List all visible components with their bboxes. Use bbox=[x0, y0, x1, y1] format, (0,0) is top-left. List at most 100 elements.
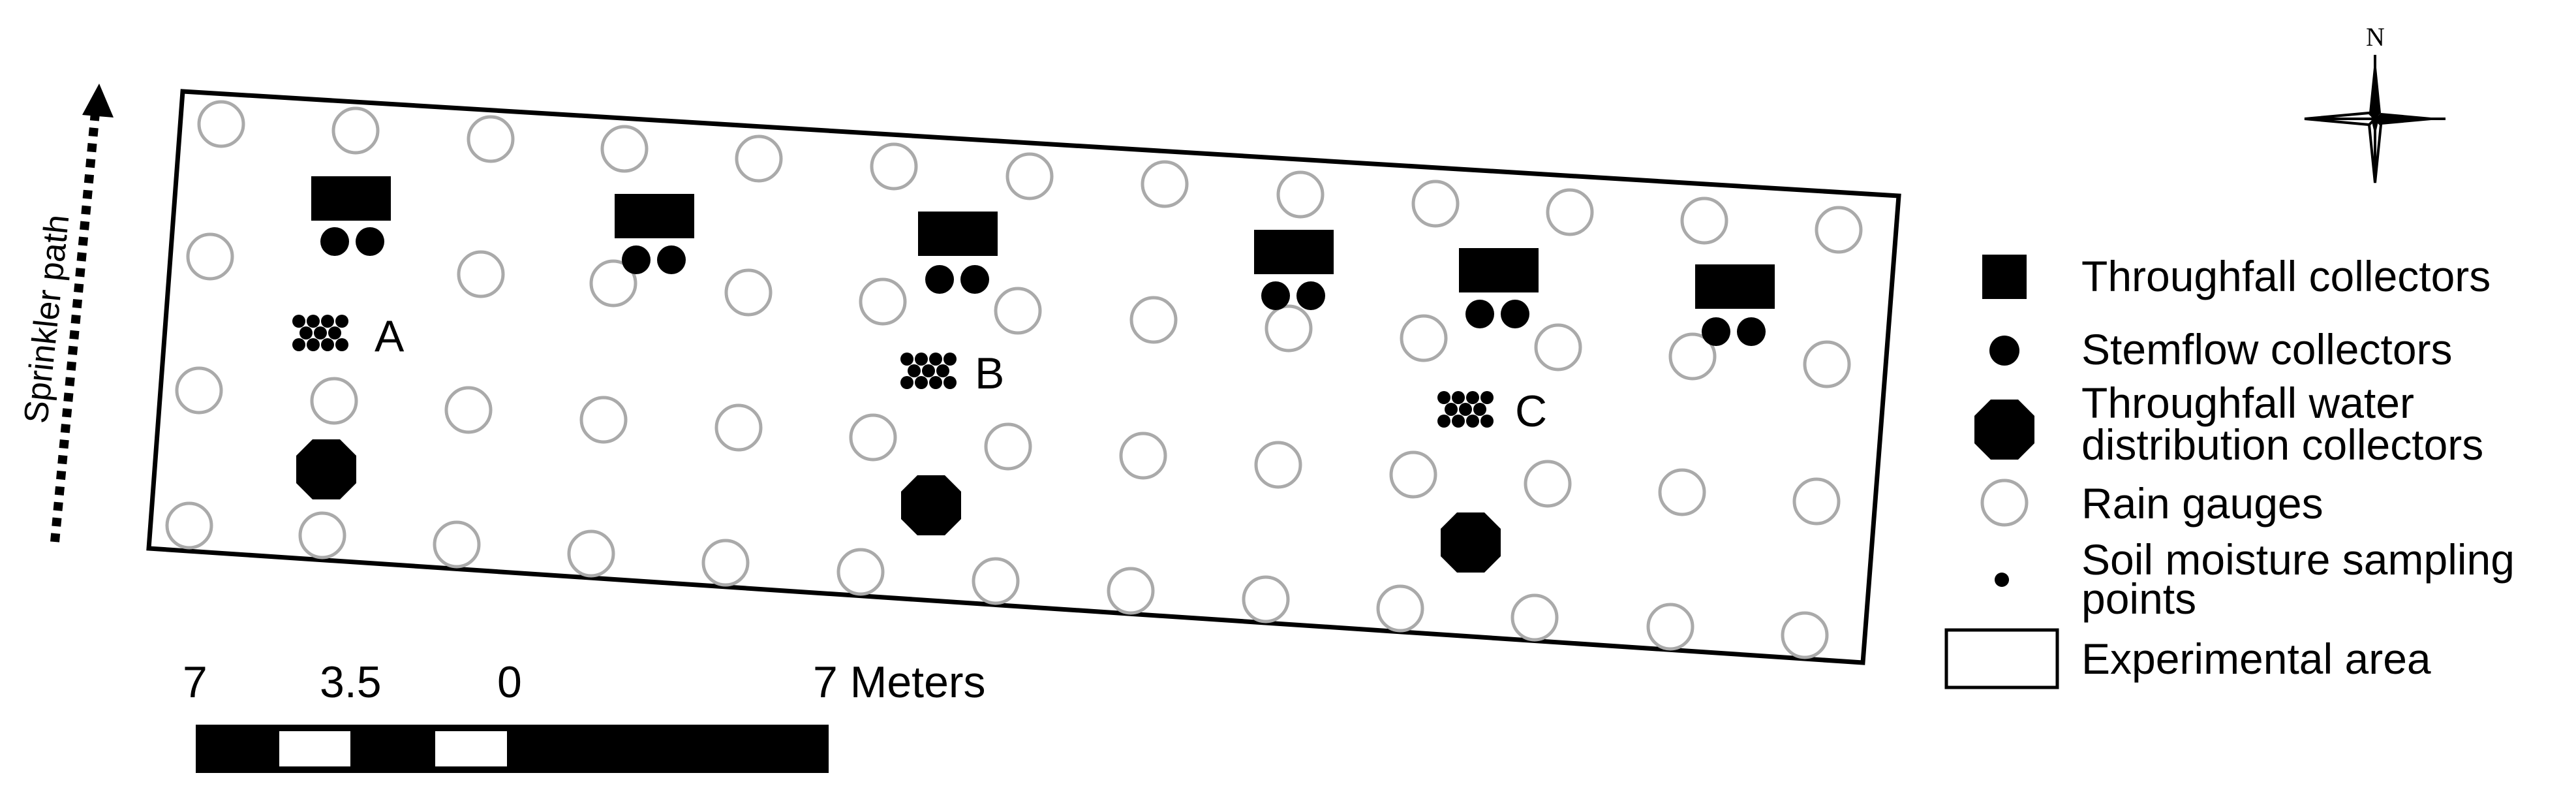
compass-north-label: N bbox=[2366, 22, 2385, 52]
rain-gauge bbox=[1815, 206, 1863, 254]
legend-throughfall-label: Throughfall collectors bbox=[2081, 252, 2491, 300]
rain-gauge bbox=[197, 100, 245, 148]
stemflow-collector bbox=[622, 245, 651, 274]
rain-gauge bbox=[1242, 575, 1290, 623]
rain-gauge bbox=[1376, 584, 1424, 633]
rain-gauge bbox=[701, 539, 750, 587]
rain-gauge bbox=[1510, 593, 1559, 642]
site-label-b: B bbox=[975, 349, 1004, 398]
legend-soil-moisture-label-line1: Soil moisture sampling bbox=[2081, 535, 2515, 584]
throughfall-collector bbox=[311, 176, 391, 221]
rain-gauge bbox=[467, 115, 515, 163]
rain-gauge bbox=[1680, 197, 1728, 245]
distribution-collector bbox=[296, 439, 356, 499]
rain-gauge bbox=[1546, 188, 1594, 236]
rain-gauge bbox=[186, 232, 234, 281]
rain-gauge bbox=[1668, 332, 1717, 381]
rain-gauge bbox=[1534, 323, 1582, 371]
legend-rain-gauge-swatch bbox=[1980, 479, 2029, 527]
rain-gauge bbox=[1265, 304, 1313, 353]
rain-gauge bbox=[1276, 170, 1325, 219]
distribution-collector-layer bbox=[296, 439, 1501, 573]
scale-bar: 7 3.5 0 7 Meters bbox=[183, 657, 986, 773]
rain-gauge bbox=[1400, 314, 1448, 362]
legend-distribution-label-line1: Throughfall water bbox=[2081, 379, 2414, 427]
stemflow-collector bbox=[1465, 300, 1494, 328]
rain-gauge bbox=[870, 142, 918, 191]
rain-gauge bbox=[1389, 450, 1437, 499]
legend: Throughfall collectors Stemflow collecto… bbox=[1944, 252, 2515, 689]
rain-gauge bbox=[1524, 460, 1572, 508]
rain-gauge bbox=[331, 106, 380, 155]
rain-gauge bbox=[984, 422, 1032, 471]
rain-gauge bbox=[1141, 160, 1189, 208]
legend-rain-gauge-label: Rain gauges bbox=[2081, 479, 2323, 527]
rain-gauge bbox=[175, 366, 223, 415]
throughfall-collector bbox=[918, 212, 998, 256]
rain-gauge bbox=[1803, 340, 1851, 388]
stemflow-collector bbox=[1296, 281, 1325, 310]
rain-gauge bbox=[1254, 441, 1302, 489]
throughfall-collector bbox=[1254, 230, 1334, 274]
rain-gauge bbox=[444, 386, 493, 434]
site-label-a: A bbox=[375, 311, 405, 361]
rain-gauge bbox=[457, 250, 505, 298]
rain-gauge bbox=[1411, 180, 1460, 228]
rain-gauge bbox=[310, 377, 358, 425]
stemflow-collector bbox=[1737, 317, 1766, 346]
soil-moisture-cluster-a bbox=[292, 315, 348, 351]
stemflow-collector bbox=[657, 245, 686, 274]
scale-bar-white-segment bbox=[435, 731, 507, 766]
sprinkler-path: Sprinkler path bbox=[17, 84, 114, 543]
stemflow-collector bbox=[1501, 300, 1529, 328]
rain-gauge bbox=[714, 403, 763, 452]
rain-gauge bbox=[165, 501, 213, 550]
distribution-collector bbox=[901, 475, 961, 535]
scale-label-3-5: 3.5 bbox=[320, 657, 382, 707]
legend-stemflow-swatch bbox=[1989, 336, 2019, 366]
legend-throughfall-swatch bbox=[1982, 255, 2027, 299]
rain-gauge bbox=[1646, 603, 1694, 651]
scale-label-7: 7 bbox=[183, 657, 207, 707]
legend-distribution-label-line2: distribution collectors bbox=[2081, 420, 2483, 469]
rain-gauge bbox=[994, 287, 1042, 335]
rain-gauge bbox=[1005, 152, 1054, 200]
rain-gauge bbox=[836, 548, 885, 596]
stemflow-collector-layer bbox=[320, 227, 1766, 346]
rain-gauge bbox=[298, 511, 346, 559]
rain-gauge bbox=[567, 529, 615, 578]
rain-gauge-layer bbox=[165, 100, 1863, 659]
rain-gauge bbox=[1129, 296, 1178, 344]
rain-gauge bbox=[1107, 567, 1155, 615]
stemflow-collector bbox=[320, 227, 349, 256]
sprinkler-path-dotted-line bbox=[50, 105, 100, 543]
rain-gauge bbox=[735, 134, 783, 183]
stemflow-collector bbox=[960, 265, 989, 294]
dotted-arrow-up-icon bbox=[82, 84, 114, 118]
soil-moisture-cluster-c bbox=[1437, 391, 1494, 428]
distribution-collector bbox=[1441, 512, 1501, 573]
stemflow-collector bbox=[925, 265, 954, 294]
rain-gauge bbox=[579, 396, 628, 444]
scale-label-meters: 7 Meters bbox=[813, 657, 986, 707]
soil-moisture-cluster-b bbox=[900, 353, 957, 389]
legend-soil-moisture-swatch bbox=[1995, 573, 2009, 587]
throughfall-collector bbox=[1695, 264, 1775, 309]
scale-bar-white-segment bbox=[279, 731, 350, 766]
throughfall-collector bbox=[1459, 248, 1539, 292]
rain-gauge bbox=[1658, 468, 1706, 516]
rain-gauge bbox=[433, 520, 481, 569]
site-label-c: C bbox=[1515, 386, 1547, 436]
legend-soil-moisture-label-line2: points bbox=[2081, 575, 2196, 623]
rain-gauge bbox=[972, 557, 1020, 605]
rain-gauge bbox=[589, 259, 637, 307]
stemflow-collector bbox=[356, 227, 384, 256]
legend-stemflow-label: Stemflow collectors bbox=[2081, 325, 2453, 373]
rain-gauge bbox=[724, 268, 773, 317]
throughfall-collector-layer bbox=[311, 176, 1775, 309]
stemflow-collector bbox=[1261, 281, 1290, 310]
scale-label-0: 0 bbox=[497, 657, 522, 707]
rain-gauge bbox=[859, 277, 907, 326]
legend-experimental-area-swatch bbox=[1944, 628, 2059, 689]
